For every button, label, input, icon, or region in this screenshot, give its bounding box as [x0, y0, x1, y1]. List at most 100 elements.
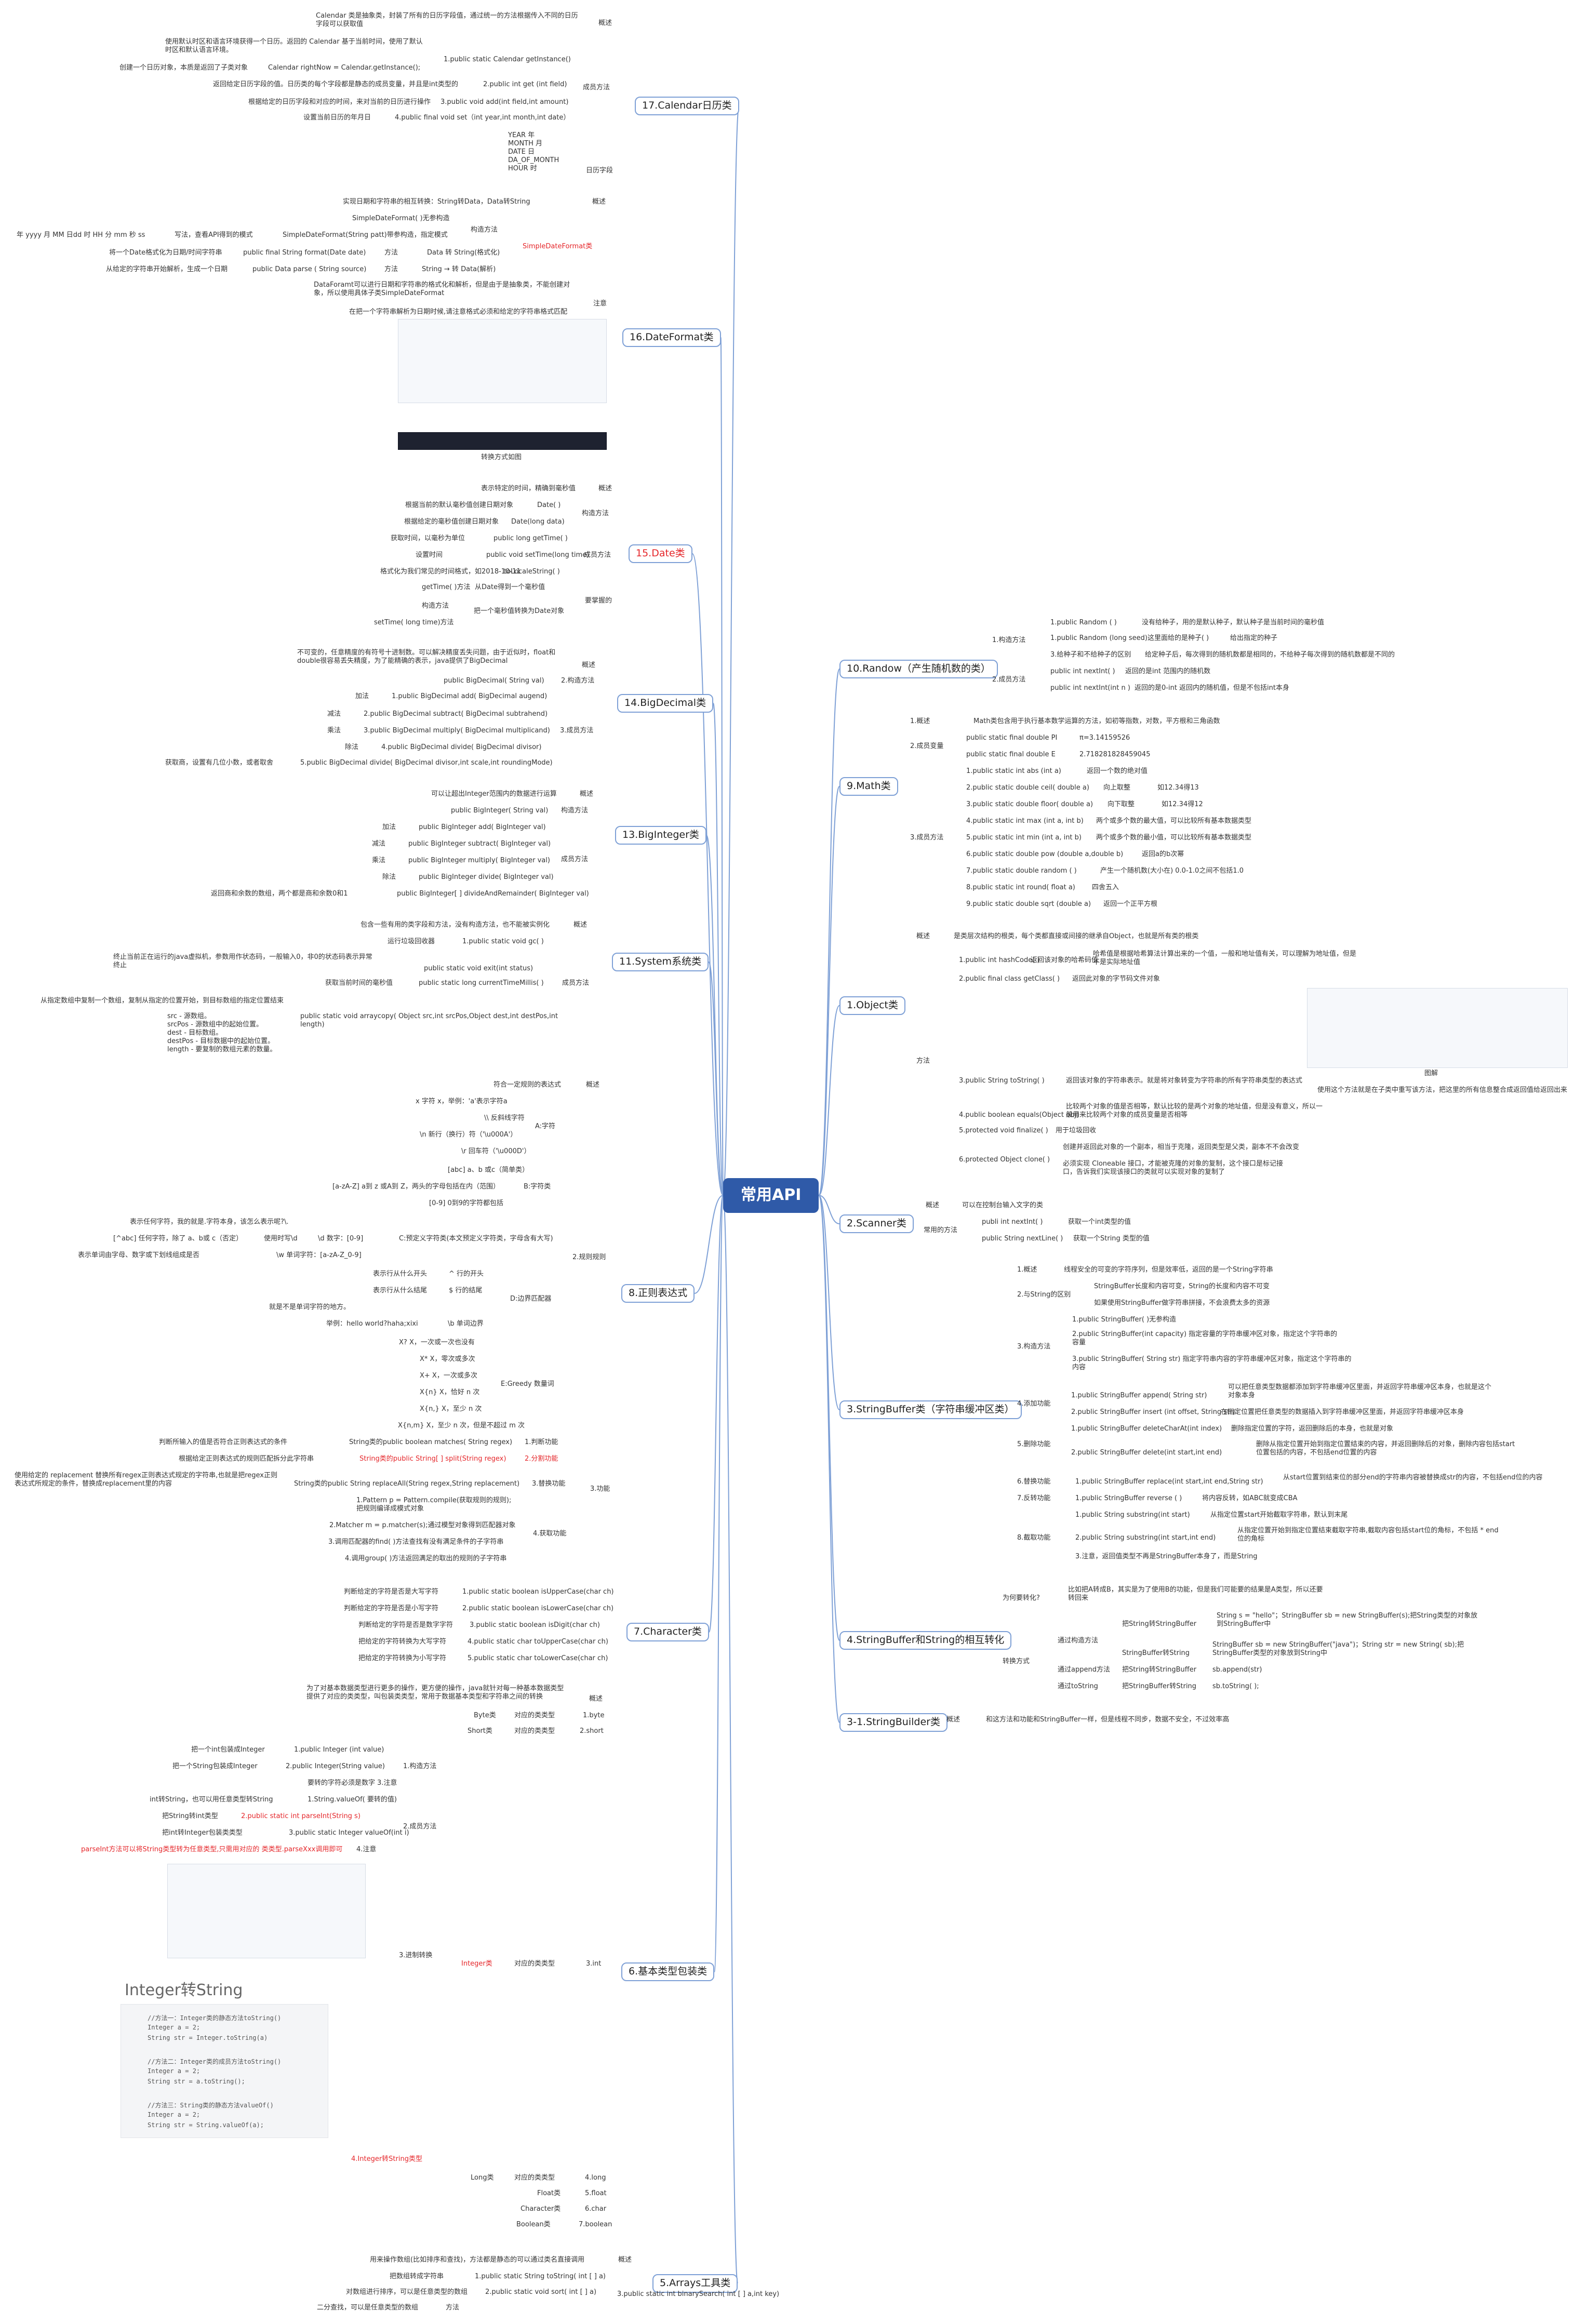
char-upper: 1.public static boolean isUpperCase(char…	[462, 1588, 614, 1596]
topic-stringbuilder[interactable]: 3-1.StringBuilder类	[839, 1713, 948, 1732]
stringbuilder-overview: 概述	[946, 1716, 960, 1724]
dateformat-overview: 实现日期和字符串的相互转换：String转Data，Data转String	[343, 198, 530, 206]
sb-sub: 8.截取功能	[1017, 1534, 1051, 1542]
byte-type: 对应的类类型	[514, 1712, 555, 1719]
field-hour: HOUR 时	[508, 165, 537, 172]
topic-bigdecimal[interactable]: 14.BigDecimal类	[617, 694, 714, 713]
math-round: 8.public static int round( float a)	[966, 884, 1075, 891]
regex-class-abc: [abc] a、b 或c（简单类）	[448, 1166, 529, 1174]
arraycopy-dest: dest - 目标数组。	[167, 1029, 223, 1037]
branch-connector	[818, 1005, 840, 1196]
df-note-1: DataForamt可以进行日期和字符串的格式化和解析，但是由于是抽象类，不能创…	[314, 281, 570, 289]
regex-b: \b 单词边界	[448, 1320, 484, 1328]
topic-stringbuffer[interactable]: 3.StringBuffer类（字符串缓冲区类）	[839, 1400, 1022, 1419]
bigdecimal-overview: 概述	[582, 661, 596, 669]
branch-connector	[713, 702, 724, 1196]
root-topic[interactable]: 常用API	[723, 1178, 819, 1213]
code-line-4: //方法二：Integer类的成员方法toString()	[148, 2058, 282, 2065]
scanner-nextline: public String nextLine( )	[982, 1235, 1063, 1243]
sb-diff-2: 如果使用StringBuffer做字符串拼接，不会浪费太多的资源	[1094, 1299, 1270, 1307]
replace-method: String类的public String replaceAll(String …	[294, 1480, 520, 1488]
sb-replace: 1.public StringBuffer replace(int start,…	[1075, 1478, 1263, 1486]
topic-regex[interactable]: 8.正则表达式	[621, 1284, 695, 1303]
branch-connector	[694, 1195, 724, 1294]
getinstance-desc-1: 使用默认时区和语言环境获得一个日历。返回的 Calendar 基于当前时间，使用…	[165, 38, 423, 46]
random-noarg: 1.public Random ( )	[1050, 619, 1117, 626]
regex-overview: 概述	[586, 1081, 600, 1089]
code-line-6: String str = a.toString();	[148, 2078, 245, 2085]
getinstance-desc-2: 时区和默认语言环境。	[165, 46, 233, 54]
parse-method: public Data parse ( String source)	[252, 265, 367, 273]
object-hashcode: 1.public int hashCode( )	[959, 956, 1040, 964]
pattern-2: 2.Matcher m = p.matcher(s);通过模型对象得到匹配器对象	[329, 1521, 516, 1529]
random-nextint-desc: 返回的是int 范围内的随机数	[1125, 667, 1211, 675]
branch-connector	[714, 1195, 724, 1972]
math-sqrt-desc: 返回一个正平方根	[1103, 900, 1158, 908]
object-hashcode-desc: 返回该对象的哈希码值	[1031, 956, 1099, 964]
parse-desc: 从给定的字符串开始解析，生成一个日期	[106, 265, 228, 273]
field-date: DATE 日	[508, 148, 535, 156]
object-equals-desc-2: 般用来比较两个对象的成员变量是否相等	[1066, 1111, 1188, 1119]
regex-get: 4.获取功能	[533, 1530, 567, 1538]
code-line-7: //方法三：String类的静态方法valueOf()	[148, 2102, 274, 2109]
sb-deletecharat: 1.public StringBuffer deleteCharAt(int i…	[1071, 1425, 1222, 1433]
topic-sb-string-convert[interactable]: 4.StringBuffer和String的相互转化	[839, 1631, 1012, 1650]
gc-method: 1.public static void gc( )	[462, 938, 544, 945]
math-round-desc: 四舍五入	[1092, 884, 1119, 891]
split-method: String类的public String[ ] split(String re…	[359, 1455, 506, 1463]
sb-overview-desc: 线程安全的可变的字符序列，但是效率低，返回的是一个String字符串	[1064, 1266, 1273, 1274]
df-note-label: 注意	[593, 300, 607, 308]
random-diff-desc: 给定种子后，每次得到的随机数都是相同的，不给种子每次得到的随机数都是不同的	[1145, 651, 1395, 659]
topic-object[interactable]: 1.Object类	[839, 996, 906, 1015]
bi-sub: public BigInteger subtract( BigInteger v…	[408, 840, 551, 848]
topic-scanner[interactable]: 2.Scanner类	[839, 1214, 914, 1233]
topic-biginteger[interactable]: 13.BigInteger类	[615, 826, 706, 845]
append-code: sb.append(str)	[1212, 1666, 1262, 1674]
topic-math[interactable]: 9.Math类	[839, 777, 898, 796]
scanner-overview-desc: 可以在控制台输入文字的类	[962, 1201, 1044, 1209]
object-tostring-note: 使用这个方法就是在子类中重写该方法，把这里的所有信息整合成返回值给返回出来	[1317, 1086, 1568, 1094]
get-desc: 返回给定日历字段的值。日历类的每个字段都是静态的成员变量，并且是int类型的	[213, 81, 458, 88]
topic-system[interactable]: 11.System系统类	[612, 953, 709, 971]
topic-dateformat[interactable]: 16.DateFormat类	[622, 328, 721, 347]
sb-overview: 1.概述	[1017, 1266, 1037, 1274]
topic-date[interactable]: 15.Date类	[629, 544, 692, 563]
sb-reverse-desc: 将内容反转，如ABC就变成CBA	[1202, 1494, 1298, 1502]
matches-desc: 判断所输入的值是否符合正则表达式的条件	[159, 1438, 288, 1446]
system-overview-desc: 包含一些有用的类字段和方法，没有构造方法，也不能被实例化	[361, 921, 550, 929]
bd-div2-desc: 获取商，设置有几位小数，或者取舍	[165, 759, 274, 767]
random-seed-desc: 给出指定的种子	[1230, 634, 1278, 642]
sb-append-desc-1: 可以把任意类型数据都添加到字符串缓冲区里面，并返回字符串缓冲区本身，也就是这个	[1228, 1383, 1492, 1391]
topic-random[interactable]: 10.Randow（产生随机数的类）	[839, 660, 998, 678]
object-hash-note-1: 哈希值是根据哈希算法计算出来的一个值，一般和地址值有关，可以理解为地址值，但是	[1093, 950, 1357, 958]
boolean-label: 7.boolean	[579, 2221, 612, 2228]
date-default-desc: 根据当前的默认毫秒值创建日期对象	[405, 501, 514, 509]
regex-group-e: E:Greedy 数量词	[501, 1380, 554, 1388]
arrays-desc: 用来操作数组(比如排序和查找)，方法都是静态的可以通过类名直接调用	[370, 2256, 585, 2264]
gettime-desc: 获取时间，以毫秒为单位	[391, 535, 465, 542]
math-ceil-eg: 如12.34得13	[1157, 784, 1199, 792]
format-desc: 将一个Date格式化为日期/时间字符串	[109, 249, 222, 257]
bd-mul-label: 乘法	[327, 727, 341, 734]
sb-substring-2-desc-2: 位的角标	[1237, 1535, 1265, 1543]
topic-arrays[interactable]: 5.Arrays工具类	[652, 2274, 738, 2293]
topic-calendar[interactable]: 17.Calendar日历类	[635, 97, 739, 115]
regex-char-backslash: \\ 反斜线字符	[484, 1114, 525, 1122]
convert-why: 为何要转化?	[1003, 1594, 1040, 1602]
topic-wrapper[interactable]: 6.基本类型包装类	[621, 1962, 715, 1981]
code-line-8: Integer a = 2;	[148, 2111, 201, 2118]
arraycopy-method-2: length)	[300, 1021, 325, 1029]
date-methods: 成员方法	[584, 551, 611, 559]
char-label: 6.char	[585, 2205, 607, 2213]
topic-character[interactable]: 7.Character类	[626, 1623, 709, 1641]
arraycopy-destpos: destPos - 目标数据中的起始位置。	[167, 1037, 275, 1045]
pattern-format: 年 yyyy 月 MM 日dd 时 HH 分 mm 秒 ss	[17, 231, 145, 239]
regex-rules: 2.规则规则	[572, 1253, 606, 1261]
regex-class-range: [a-zA-Z] a到 z 或A到 Z，两头的字母包括在内（范围）	[332, 1183, 500, 1191]
ctor-sb2s-code-1: StringBuffer sb = new StringBuffer("java…	[1212, 1641, 1464, 1649]
math-e-value: 2.718281828459045	[1079, 751, 1151, 758]
char-upper-desc: 判断给定的字符是否是大写字符	[344, 1588, 439, 1596]
branch-connector	[818, 1195, 840, 1723]
date-constructor: 构造方法	[582, 510, 609, 517]
tostring-desc: 把数组转成字符串	[390, 2273, 444, 2280]
